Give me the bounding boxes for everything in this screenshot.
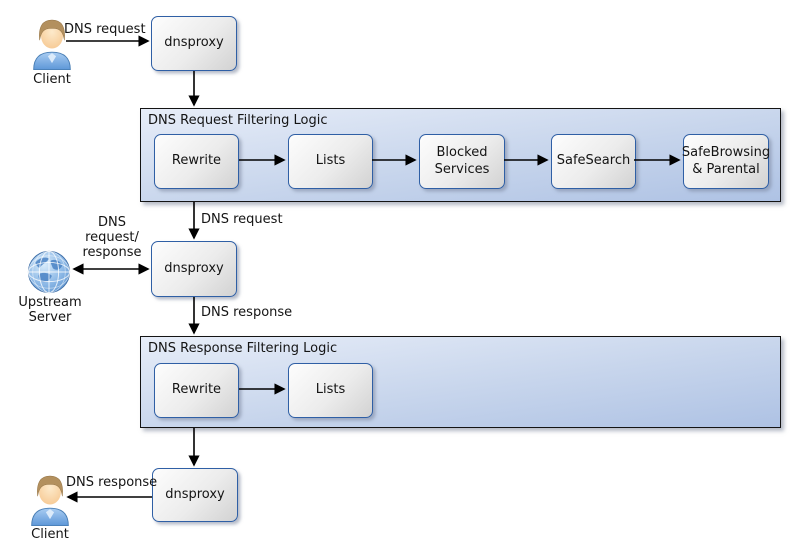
stage-label: Rewrite [171, 382, 222, 398]
dnsproxy-label-bottom: dnsproxy [165, 486, 225, 502]
stage-label: Rewrite [171, 153, 222, 169]
client-label-top: Client [33, 72, 71, 87]
edge-label-upstream-response: DNS response [201, 305, 293, 320]
stage-rewrite-response: Rewrite [154, 363, 239, 418]
request-pipeline-container: DNS Request Filtering Logic Rewrite List… [140, 108, 781, 202]
request-pipeline-title: DNS Request Filtering Logic [148, 113, 328, 128]
stage-label: Lists [315, 153, 346, 169]
edge-label-upstream-exchange: DNS request/ response [82, 215, 142, 260]
edge-label-client-request: DNS request [64, 22, 146, 37]
stage-label: SafeSearch [556, 153, 631, 169]
stage-label: Lists [315, 382, 346, 398]
response-pipeline-container: DNS Response Filtering Logic Rewrite Lis… [140, 336, 781, 428]
stage-safebrowsing-parental: SafeBrowsing & Parental [681, 134, 771, 189]
upstream-server-globe-icon [27, 250, 71, 294]
edge-label-filtered-request: DNS request [201, 212, 283, 227]
dnsproxy-node-bottom: dnsproxy [152, 468, 238, 522]
client-icon-bottom [31, 475, 69, 527]
client-icon-top [33, 19, 71, 71]
stage-safesearch: SafeSearch [551, 134, 636, 189]
stage-label: Blocked Services [434, 144, 490, 177]
upstream-server-label: Upstream Server [18, 295, 82, 325]
stage-label: SafeBrowsing & Parental [681, 144, 771, 177]
dnsproxy-node-middle: dnsproxy [151, 241, 237, 297]
edge-label-client-response: DNS response [66, 475, 158, 490]
stage-blocked-services: Blocked Services [419, 134, 505, 189]
dnsproxy-label-middle: dnsproxy [164, 260, 224, 276]
stage-lists-response: Lists [288, 363, 373, 418]
response-pipeline-title: DNS Response Filtering Logic [148, 341, 338, 356]
stage-lists-request: Lists [288, 134, 373, 189]
stage-rewrite-request: Rewrite [154, 134, 239, 189]
dnsproxy-label-top: dnsproxy [164, 35, 224, 51]
dnsproxy-node-top: dnsproxy [151, 16, 237, 71]
client-label-bottom: Client [31, 527, 69, 542]
